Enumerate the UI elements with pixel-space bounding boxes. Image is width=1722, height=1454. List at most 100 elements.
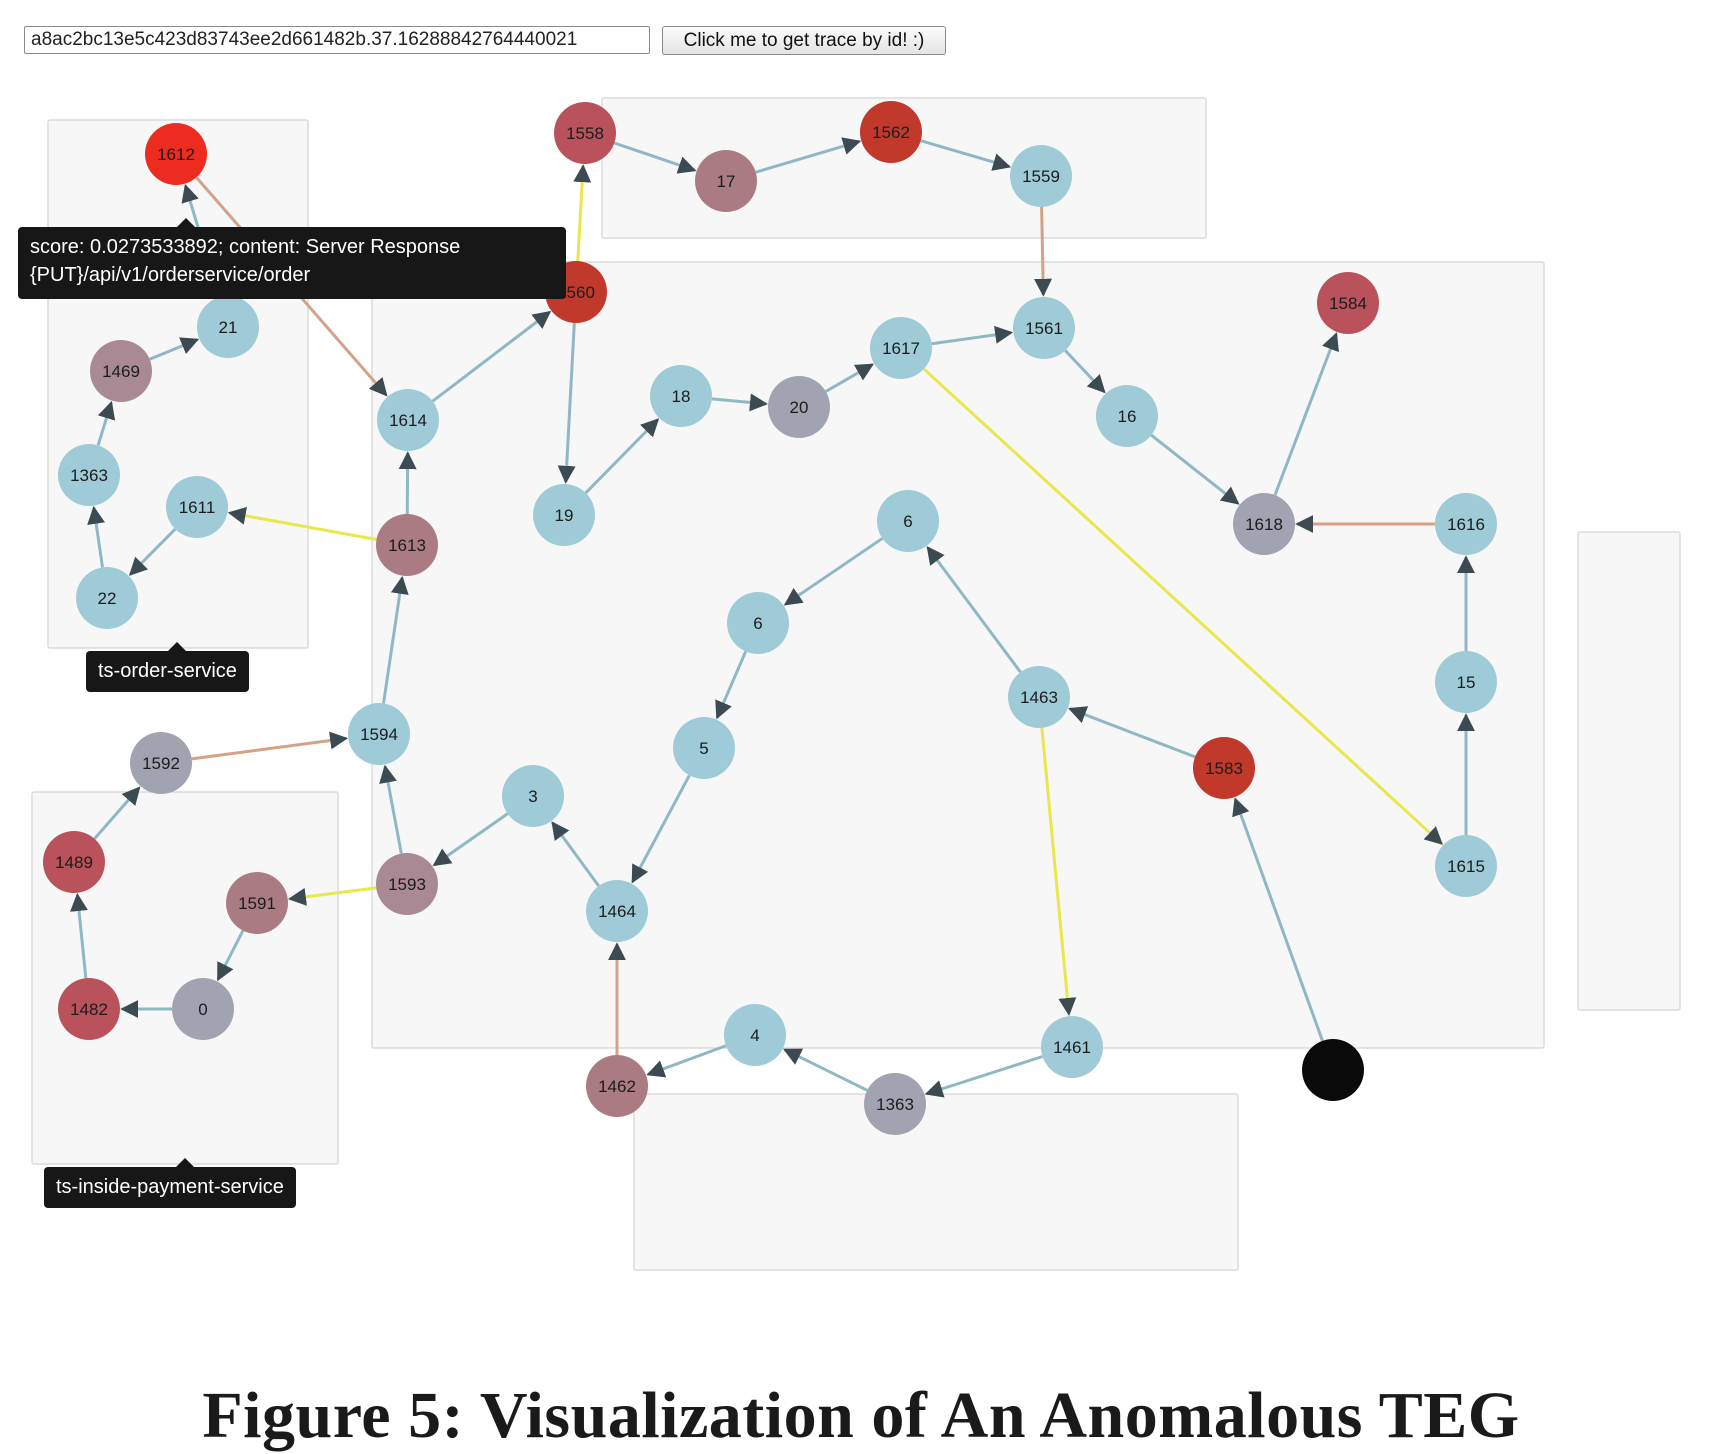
group-box-order-service xyxy=(48,120,308,648)
node-label: 1461 xyxy=(1053,1038,1091,1057)
edge-1559-to-1561 xyxy=(1042,207,1044,295)
edge-1592-to-1594 xyxy=(192,738,347,759)
graph-node-1559[interactable]: 1559 xyxy=(1010,145,1072,207)
node-label: 1363 xyxy=(70,466,108,485)
get-trace-button[interactable]: Click me to get trace by id! :) xyxy=(662,26,946,55)
graph-node-1583[interactable]: 1583 xyxy=(1193,737,1255,799)
graph-node-1616[interactable]: 1616 xyxy=(1435,493,1497,555)
node-label: 1559 xyxy=(1022,167,1060,186)
node-tooltip: score: 0.0273533892; content: Server Res… xyxy=(18,227,566,299)
node-label: 18 xyxy=(672,387,691,406)
tooltip-pointer xyxy=(177,218,195,227)
graph-node-1594[interactable]: 1594 xyxy=(348,703,410,765)
node-label: 5 xyxy=(699,739,708,758)
group-label-inside-payment-service-text: ts-inside-payment-service xyxy=(56,1176,284,1198)
graph-node-1584[interactable]: 1584 xyxy=(1317,272,1379,334)
graph-node-1363b[interactable]: 1363 xyxy=(864,1073,926,1135)
graph-node-19[interactable]: 19 xyxy=(533,484,595,546)
figure-caption: Figure 5: Visualization of An Anomalous … xyxy=(0,1378,1722,1454)
node-label: 6 xyxy=(753,614,762,633)
graph-node-4[interactable]: 4 xyxy=(724,1004,786,1066)
graph-node-1562[interactable]: 1562 xyxy=(860,101,922,163)
tooltip-line-content: {PUT}/api/v1/orderservice/order xyxy=(30,261,554,289)
graph-node-1592[interactable]: 1592 xyxy=(130,732,192,794)
node-label: 1561 xyxy=(1025,319,1063,338)
group-label-inside-payment-service-pointer xyxy=(176,1158,194,1167)
graph-node-0[interactable]: 0 xyxy=(172,978,234,1040)
graph-node-18[interactable]: 18 xyxy=(650,365,712,427)
node-label: 1469 xyxy=(102,362,140,381)
group-box-main xyxy=(372,262,1544,1048)
trace-id-input[interactable] xyxy=(24,26,650,54)
node-label: 1489 xyxy=(55,853,93,872)
group-label-order-service: ts-order-service xyxy=(86,651,249,692)
graph-node-6a[interactable]: 6 xyxy=(877,490,939,552)
node-label: 1612 xyxy=(157,145,195,164)
node-label: 1562 xyxy=(872,123,910,142)
graph-node-1489[interactable]: 1489 xyxy=(43,831,105,893)
node-label: 1583 xyxy=(1205,759,1243,778)
tooltip-line-score: score: 0.0273533892; content: Server Res… xyxy=(30,233,554,261)
graph-node-1611[interactable]: 1611 xyxy=(166,476,228,538)
graph-node-1462[interactable]: 1462 xyxy=(586,1055,648,1117)
edge-4-to-1462 xyxy=(648,1046,726,1075)
node-label: 3 xyxy=(528,787,537,806)
graph-node-16[interactable]: 16 xyxy=(1096,385,1158,447)
node-label: 4 xyxy=(750,1026,759,1045)
group-box-bottom-row xyxy=(634,1094,1238,1270)
graph-node-15[interactable]: 15 xyxy=(1435,651,1497,713)
graph-node-1482[interactable]: 1482 xyxy=(58,978,120,1040)
node-label: 1558 xyxy=(566,124,604,143)
node-label: 1363 xyxy=(876,1095,914,1114)
graph-node-6b[interactable]: 6 xyxy=(727,592,789,654)
node-label: 1463 xyxy=(1020,688,1058,707)
graph-node-21[interactable]: 21 xyxy=(197,296,259,358)
group-label-inside-payment-service: ts-inside-payment-service xyxy=(44,1167,296,1208)
node-label: 1592 xyxy=(142,754,180,773)
graph-node-1363a[interactable]: 1363 xyxy=(58,444,120,506)
node-label: 1584 xyxy=(1329,294,1367,313)
graph-node-1464[interactable]: 1464 xyxy=(586,880,648,942)
node-label: 1611 xyxy=(179,498,216,517)
graph-node-1469[interactable]: 1469 xyxy=(90,340,152,402)
node-label: 6 xyxy=(903,512,912,531)
node-label: 1613 xyxy=(388,536,426,555)
node-label: 17 xyxy=(717,172,736,191)
node-label: 19 xyxy=(555,506,574,525)
graph-node-1561[interactable]: 1561 xyxy=(1013,297,1075,359)
graph-node-20[interactable]: 20 xyxy=(768,376,830,438)
graph-node-1615[interactable]: 1615 xyxy=(1435,835,1497,897)
node-label: 1616 xyxy=(1447,515,1485,534)
node-label: 16 xyxy=(1118,407,1137,426)
graph-canvas[interactable]: 1612 21 1469 1363 1611 22 1558 17 1562 1559 15 6 0 16… xyxy=(10,70,1710,1300)
graph-node-1614[interactable]: 1614 xyxy=(377,389,439,451)
graph-node-black[interactable] xyxy=(1302,1039,1364,1101)
node-label: 1614 xyxy=(389,411,427,430)
graph-node-1591[interactable]: 1591 xyxy=(226,872,288,934)
node-label: 1462 xyxy=(598,1077,636,1096)
group-label-order-service-text: ts-order-service xyxy=(98,660,237,682)
graph-node-1593[interactable]: 1593 xyxy=(376,853,438,915)
graph-node-17[interactable]: 17 xyxy=(695,150,757,212)
edge-1560-to-1558 xyxy=(578,166,583,261)
graph-node-1463[interactable]: 1463 xyxy=(1008,666,1070,728)
graph-node-1613[interactable]: 1613 xyxy=(376,514,438,576)
graph-node-5[interactable]: 5 xyxy=(673,717,735,779)
graph-node-1461[interactable]: 1461 xyxy=(1041,1016,1103,1078)
edge-1461-to-1363b xyxy=(926,1057,1042,1094)
node-label: 1615 xyxy=(1447,857,1485,876)
node-label: 0 xyxy=(198,1000,207,1019)
node-label: 20 xyxy=(790,398,809,417)
graph-node-1617[interactable]: 1617 xyxy=(870,317,932,379)
graph-node-1558[interactable]: 1558 xyxy=(554,102,616,164)
graph-node-1612[interactable]: 1612 xyxy=(145,123,207,185)
node-label: 1464 xyxy=(598,902,636,921)
node-label: 15 xyxy=(1457,673,1476,692)
node-label: 1618 xyxy=(1245,515,1283,534)
graph-node-22[interactable]: 22 xyxy=(76,567,138,629)
node-label: 1591 xyxy=(238,894,276,913)
graph-node-3[interactable]: 3 xyxy=(502,765,564,827)
node-label: 21 xyxy=(219,318,238,337)
graph-node-1618[interactable]: 1618 xyxy=(1233,493,1295,555)
node-circle xyxy=(1302,1039,1364,1101)
